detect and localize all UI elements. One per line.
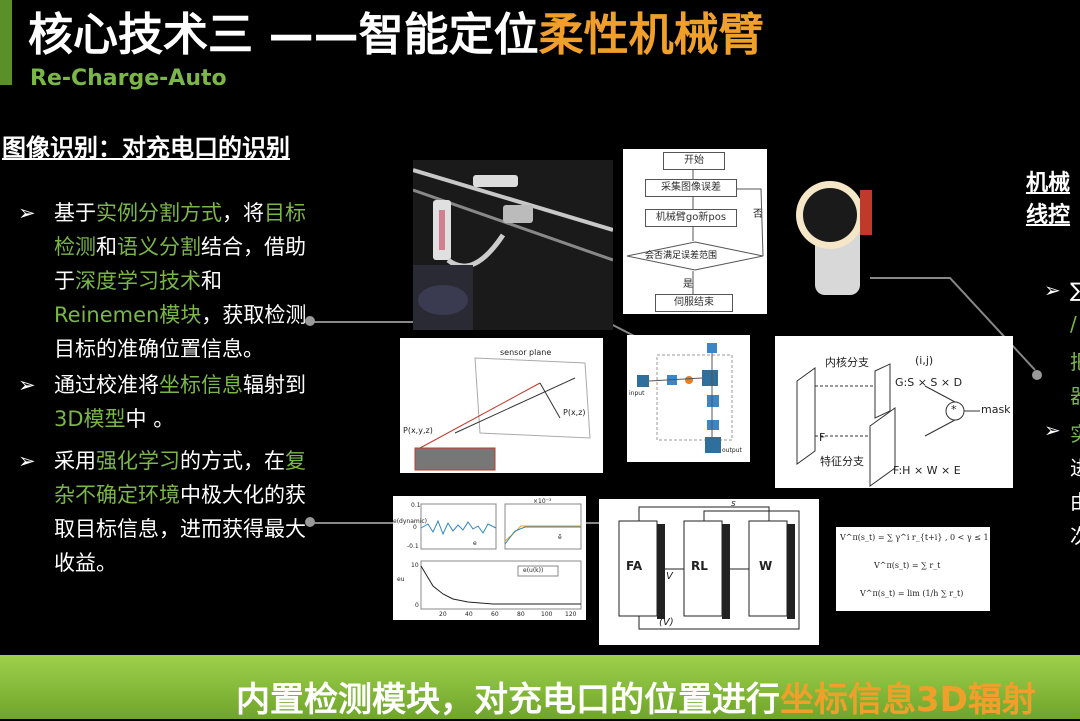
xtick: 100 [541, 611, 553, 618]
point-right-label: P(x,z) [563, 408, 586, 417]
right-fragment: 器 [1070, 380, 1080, 409]
bottom-ylabel: eu [397, 576, 405, 583]
bullet-item-2: ➢ 通过校准将坐标信息辐射到3D模型中 。 [18, 368, 308, 436]
right-fragment: 次 [1070, 520, 1080, 549]
bullet-item-1: ➢ 基于实例分割方式，将目标检测和语义分割结合，借助于深度学习技术和Reinem… [18, 196, 308, 366]
formula-3: V^π(s_t) = lim (1/h ∑ r_t) [860, 589, 964, 598]
arrow-bullet-icon: ➢ [18, 449, 36, 473]
bullet-item-3: ➢ 采用强化学习的方式，在复杂不确定环境中极大化的获取目标信息，进而获得最大收益… [18, 444, 308, 580]
xtick: 80 [517, 611, 525, 618]
flow-no: 否 [753, 209, 763, 220]
flow-step-capture: 采集图像误差 [645, 179, 737, 197]
robot-arm-photo [413, 160, 613, 330]
rl-bottom-label: (V) [659, 617, 674, 628]
ij-label: (i,j) [915, 354, 934, 367]
footer-bar [0, 655, 1080, 719]
right-arrow-bullet-icon: ➢ [1044, 278, 1061, 302]
flowchart-panel: 开始 采集图像误差 机械臂go新pos 会否满足误差范围 否 是 伺服结束 [623, 149, 767, 314]
ytick: 0 [413, 524, 417, 531]
exp-label: ×10⁻³ [533, 498, 552, 505]
ytick: 10 [411, 562, 419, 569]
right-fragment: 把 [1070, 346, 1080, 375]
connector-dot [305, 517, 315, 527]
kernel-branch-label: 内核分支 [825, 356, 869, 369]
legend-b: ẽ [558, 534, 562, 541]
nn-input-label: input [629, 390, 645, 397]
slide-subtitle: Re-Charge-Auto [30, 66, 227, 91]
footer-text: 内置检测模块，对充电口的位置进行坐标信息3D辐射 [236, 680, 1036, 720]
ytick: -0.1 [407, 543, 419, 550]
right-fragment: 实 [1070, 418, 1080, 447]
right-arrow-bullet-icon: ➢ [1044, 418, 1061, 442]
ytick: 0 [415, 602, 419, 609]
formula-2: V^π(s_t) = ∑ r_t [874, 561, 941, 570]
nn-output-label: output [722, 447, 742, 454]
top-ylabel: e(dynamic) [393, 518, 428, 525]
charging-port-photo [796, 181, 872, 295]
rl-v-label: V [666, 571, 673, 582]
formula-1: V^π(s_t) = ∑ γ^i r_{t+i} , 0 < γ ≤ 1 [840, 533, 989, 542]
right-fragment: 由 [1070, 486, 1080, 515]
right-fragment: 进 [1070, 452, 1080, 481]
connector-dot [1032, 370, 1042, 380]
flow-step-move: 机械臂go新pos [645, 209, 737, 227]
formula-panel: V^π(s_t) = ∑ γ^i r_{t+i} , 0 < γ ≤ 1 V^π… [836, 527, 990, 611]
g-label: G:S × S × D [895, 376, 963, 389]
rl-s-label: s [731, 499, 736, 509]
title-accent-bar [0, 0, 12, 85]
sensor-plane-diagram: sensor plane P(x,y,z) P(x,z) [400, 338, 603, 473]
section-title: 图像识别：对充电口的识别 [2, 134, 290, 162]
plot-panel: ×10⁻³ e(dynamic) eu e ẽ e(u(k)) 0.1 0 -0… [393, 496, 586, 620]
bottom-legend: e(u(k)) [523, 567, 544, 574]
f-label: F [819, 431, 826, 444]
right-fragment: / [1070, 312, 1077, 336]
flow-decision: 会否满足误差范围 [645, 251, 718, 261]
flow-start: 开始 [663, 152, 725, 170]
right-panel-title: 机械 线控 [1026, 171, 1071, 228]
xtick: 120 [565, 611, 577, 618]
rl-box-w: W [759, 559, 773, 573]
rl-box-rl: RL [691, 559, 708, 573]
bullet-list: ➢ 基于实例分割方式，将目标检测和语义分割结合，借助于深度学习技术和Reinem… [18, 196, 308, 582]
flow-end: 伺服结束 [655, 294, 733, 312]
rl-diagram: FA RL W V (V) s [599, 499, 819, 645]
fusion-diagram: 内核分支 (i,j) G:S × S × D * mask F 特征分支 F:H… [775, 336, 1013, 488]
star-label: * [951, 403, 957, 416]
ytick: 0.1 [411, 502, 421, 509]
xtick: 40 [465, 611, 473, 618]
connector-dot [305, 316, 315, 326]
slide-title: 核心技术三 ——智能定位柔性机械臂 [28, 8, 764, 61]
xtick: 20 [439, 611, 447, 618]
neural-net-diagram: input output [627, 335, 750, 462]
point-left-label: P(x,y,z) [403, 426, 433, 435]
arrow-bullet-icon: ➢ [18, 373, 36, 397]
legend-a: e [473, 540, 477, 547]
sensor-plane-label: sensor plane [500, 348, 552, 357]
right-fragment: ∑ [1070, 278, 1080, 302]
mask-label: mask [981, 403, 1011, 416]
flow-yes: 是 [683, 279, 693, 290]
fh-label: F:H × W × E [893, 464, 961, 477]
feature-branch-label: 特征分支 [820, 455, 864, 468]
rl-box-fa: FA [626, 559, 643, 573]
arrow-bullet-icon: ➢ [18, 201, 36, 225]
xtick: 60 [491, 611, 499, 618]
